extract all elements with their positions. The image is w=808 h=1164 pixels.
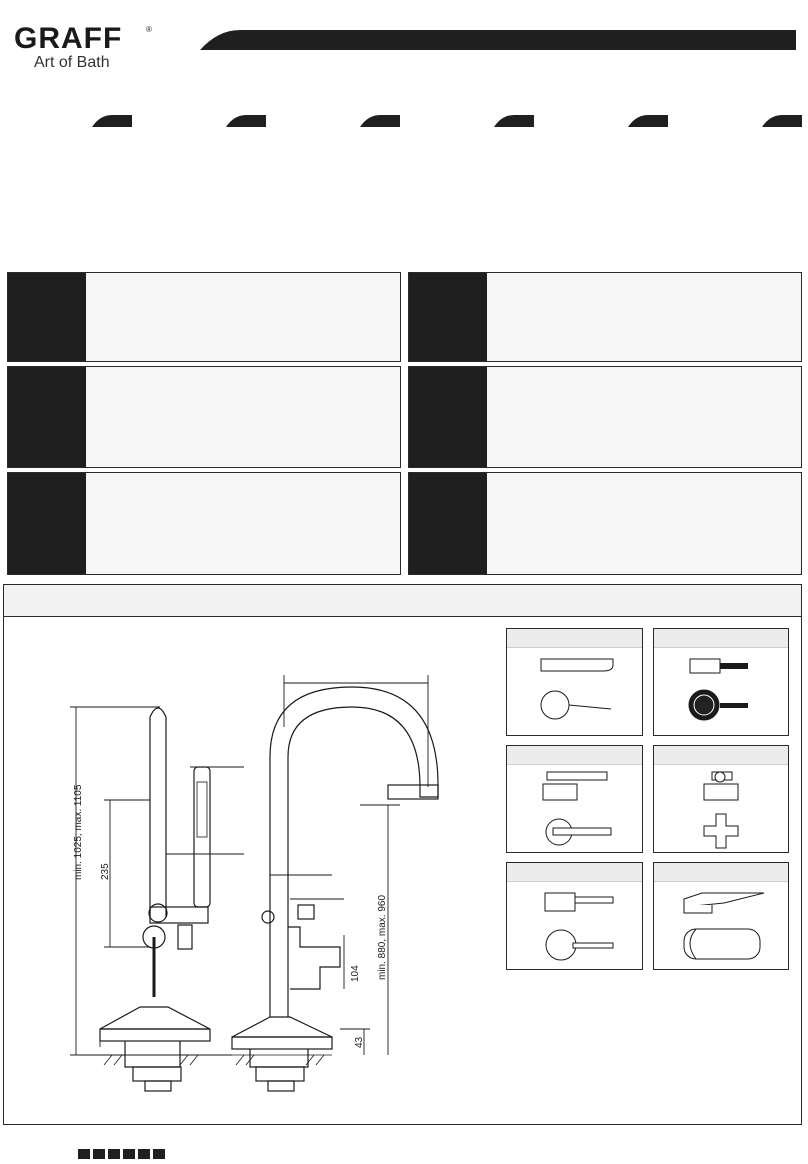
knurled-lever-handle-icon	[688, 658, 748, 721]
footer-square	[123, 1149, 135, 1159]
handle-option-card	[653, 628, 789, 736]
spec-cell-1-2	[408, 272, 802, 362]
footer-square	[93, 1149, 105, 1159]
footer-square	[108, 1149, 120, 1159]
dimensions-header	[3, 584, 802, 617]
base-height-label: 43	[354, 1036, 365, 1048]
hand-shower-offset-label: 235	[100, 863, 111, 880]
header-bar	[200, 30, 800, 50]
handle-option-header	[654, 629, 788, 648]
spec-cell-header	[409, 367, 487, 467]
section-tab-5	[628, 115, 668, 127]
spout-height-label: min. 880, max. 960	[377, 894, 388, 980]
handle-option-card	[653, 862, 789, 970]
handle-option-header	[507, 746, 642, 765]
registered-mark: ®	[146, 25, 152, 34]
side-view	[231, 686, 439, 1092]
front-view	[99, 707, 211, 1092]
spec-cell-2-2	[408, 366, 802, 468]
section-tab-6	[762, 115, 802, 127]
footer-square	[138, 1149, 150, 1159]
lever-handle-icon	[540, 658, 614, 720]
handle-option-header	[654, 746, 788, 765]
overall-height-label: min. 1025, max. 1105	[73, 784, 84, 880]
blade-lever-handle-icon	[542, 771, 612, 846]
section-tab-4	[494, 115, 534, 127]
spec-cell-header	[409, 473, 487, 574]
handle-option-card	[506, 628, 643, 736]
spec-cell-1-1	[7, 272, 401, 362]
section-tab-3	[360, 115, 400, 127]
handle-option-header	[654, 863, 788, 882]
spec-cell-3-2	[408, 472, 802, 575]
spec-cell-2-1	[7, 366, 401, 468]
dimension-lines	[70, 675, 429, 1056]
footer-squares	[78, 1146, 168, 1164]
spec-cell-header	[8, 367, 86, 467]
footer-square	[153, 1149, 165, 1159]
spec-cell-3-1	[7, 472, 401, 575]
handle-option-header	[507, 629, 642, 648]
cross-handle-icon	[703, 771, 739, 849]
handle-option-card	[506, 745, 643, 853]
valve-height-label: 104	[350, 965, 361, 982]
handle-option-card	[506, 862, 643, 970]
brand-logo: GRAFF	[14, 22, 123, 55]
spec-cell-header	[8, 473, 86, 574]
section-tab-1	[92, 115, 132, 127]
paddle-handle-icon	[683, 892, 765, 960]
floor-hatch	[100, 1054, 332, 1066]
spec-cell-header	[8, 273, 86, 361]
spec-cell-header	[409, 273, 487, 361]
section-tab-2	[226, 115, 266, 127]
brand-tagline: Art of Bath	[34, 54, 110, 71]
footer-square	[78, 1149, 90, 1159]
handle-option-header	[507, 863, 642, 882]
technical-drawing	[70, 675, 439, 1092]
short-lever-handle-icon	[544, 892, 614, 961]
handle-option-card	[653, 745, 789, 853]
